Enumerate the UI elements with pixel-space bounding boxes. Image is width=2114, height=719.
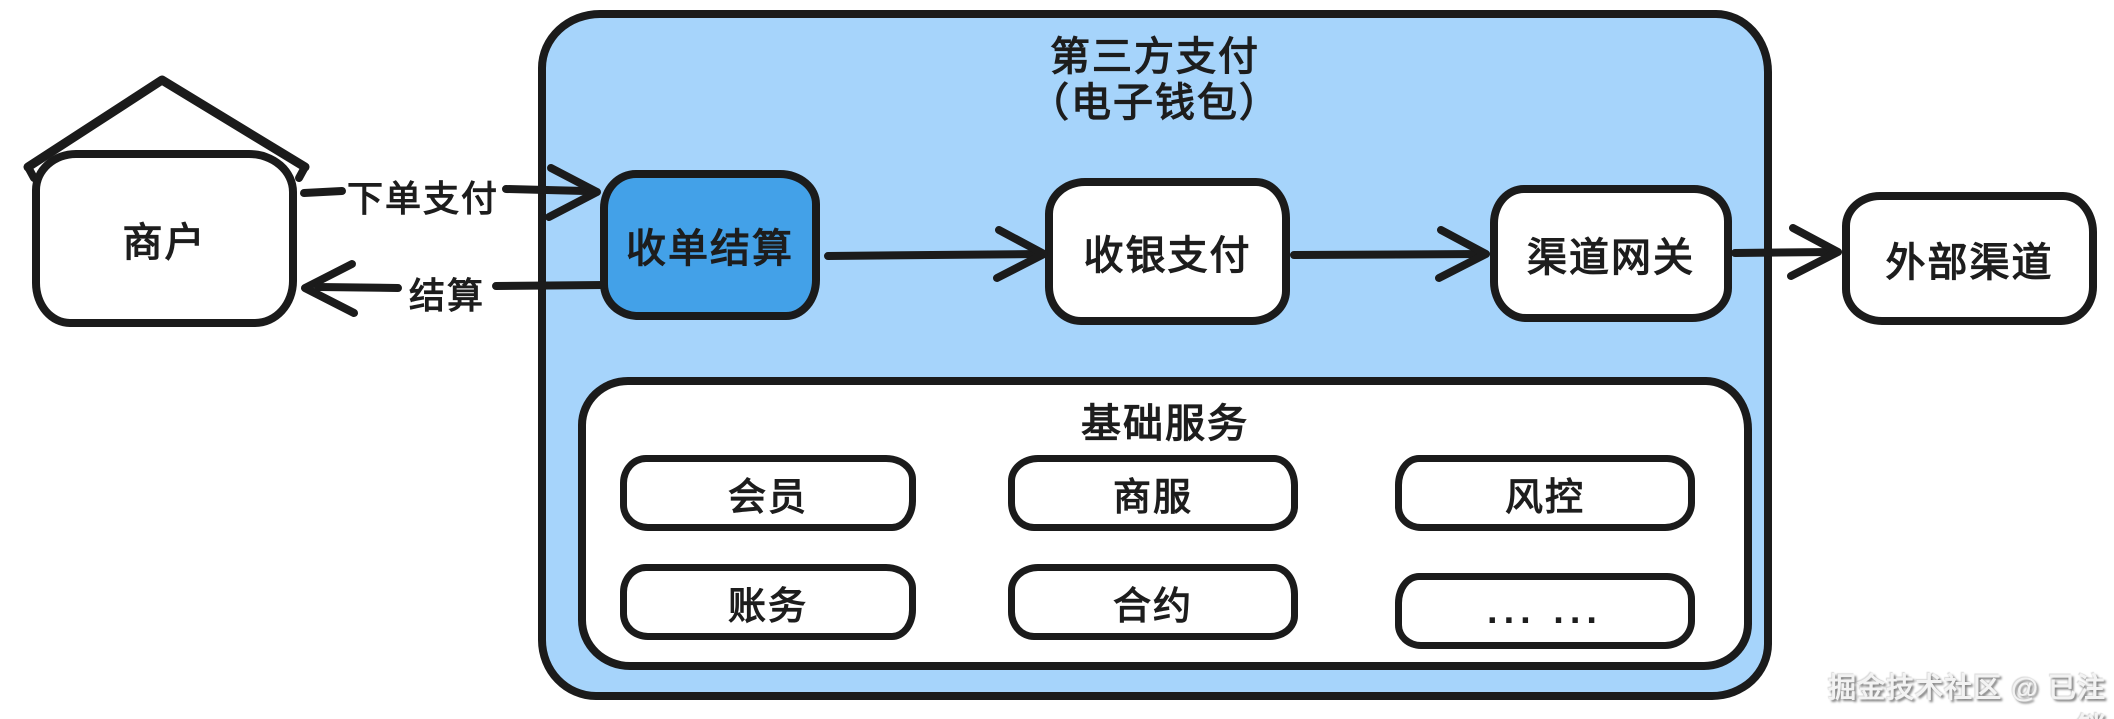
arrow-settlement-head — [301, 260, 358, 317]
service-box-more-label: ... ... — [1487, 589, 1603, 632]
external-channel-box: 外部渠道 — [1842, 192, 2097, 325]
watermark: 掘金技术社区 @ 已注销 — [1828, 672, 2106, 719]
external-channel-label: 外部渠道 — [1885, 240, 2054, 285]
merchant-label: 商户 — [122, 220, 207, 265]
service-box-accounting: 账务 — [620, 564, 916, 640]
service-box-merchant-service: 商服 — [1008, 455, 1298, 531]
service-box-membership: 会员 — [620, 455, 916, 531]
flow-box-gateway: 渠道网关 — [1490, 185, 1732, 322]
base-services-panel: 基础服务 会员 商服 风控 账务 合约 ... ... — [578, 377, 1752, 670]
arrow-gateway-external-head — [1787, 224, 1842, 280]
edge-label-settlement: 结算 — [408, 275, 485, 316]
merchant-house: 商户 — [32, 150, 297, 327]
flow-box-cashier-label: 收银支付 — [1083, 233, 1252, 278]
service-box-contract: 合约 — [1008, 564, 1298, 640]
flow-box-cashier: 收银支付 — [1045, 178, 1290, 325]
edge-label-order-pay: 下单支付 — [346, 178, 499, 219]
service-box-contract-label: 合约 — [1112, 585, 1193, 628]
wallet-title: 第三方支付 （电子钱包） — [546, 34, 1764, 126]
service-box-accounting-label: 账务 — [727, 585, 808, 628]
service-box-risk-control-label: 风控 — [1504, 476, 1585, 519]
service-box-risk-control: 风控 — [1395, 455, 1695, 531]
arrow-settlement-line1 — [314, 283, 402, 292]
wallet-title-line1: 第三方支付 — [1050, 35, 1260, 79]
flow-box-gateway-label: 渠道网关 — [1527, 235, 1695, 280]
service-box-membership-label: 会员 — [727, 476, 808, 519]
service-box-more: ... ... — [1395, 573, 1695, 649]
base-services-title: 基础服务 — [1081, 402, 1249, 446]
flow-box-acquiring: 收单结算 — [600, 170, 820, 320]
wallet-title-line2: （电子钱包） — [1029, 81, 1281, 125]
service-box-merchant-service-label: 商服 — [1112, 476, 1193, 519]
arrow-order-pay-dash — [300, 187, 346, 197]
flow-box-acquiring-label: 收单结算 — [626, 227, 794, 271]
